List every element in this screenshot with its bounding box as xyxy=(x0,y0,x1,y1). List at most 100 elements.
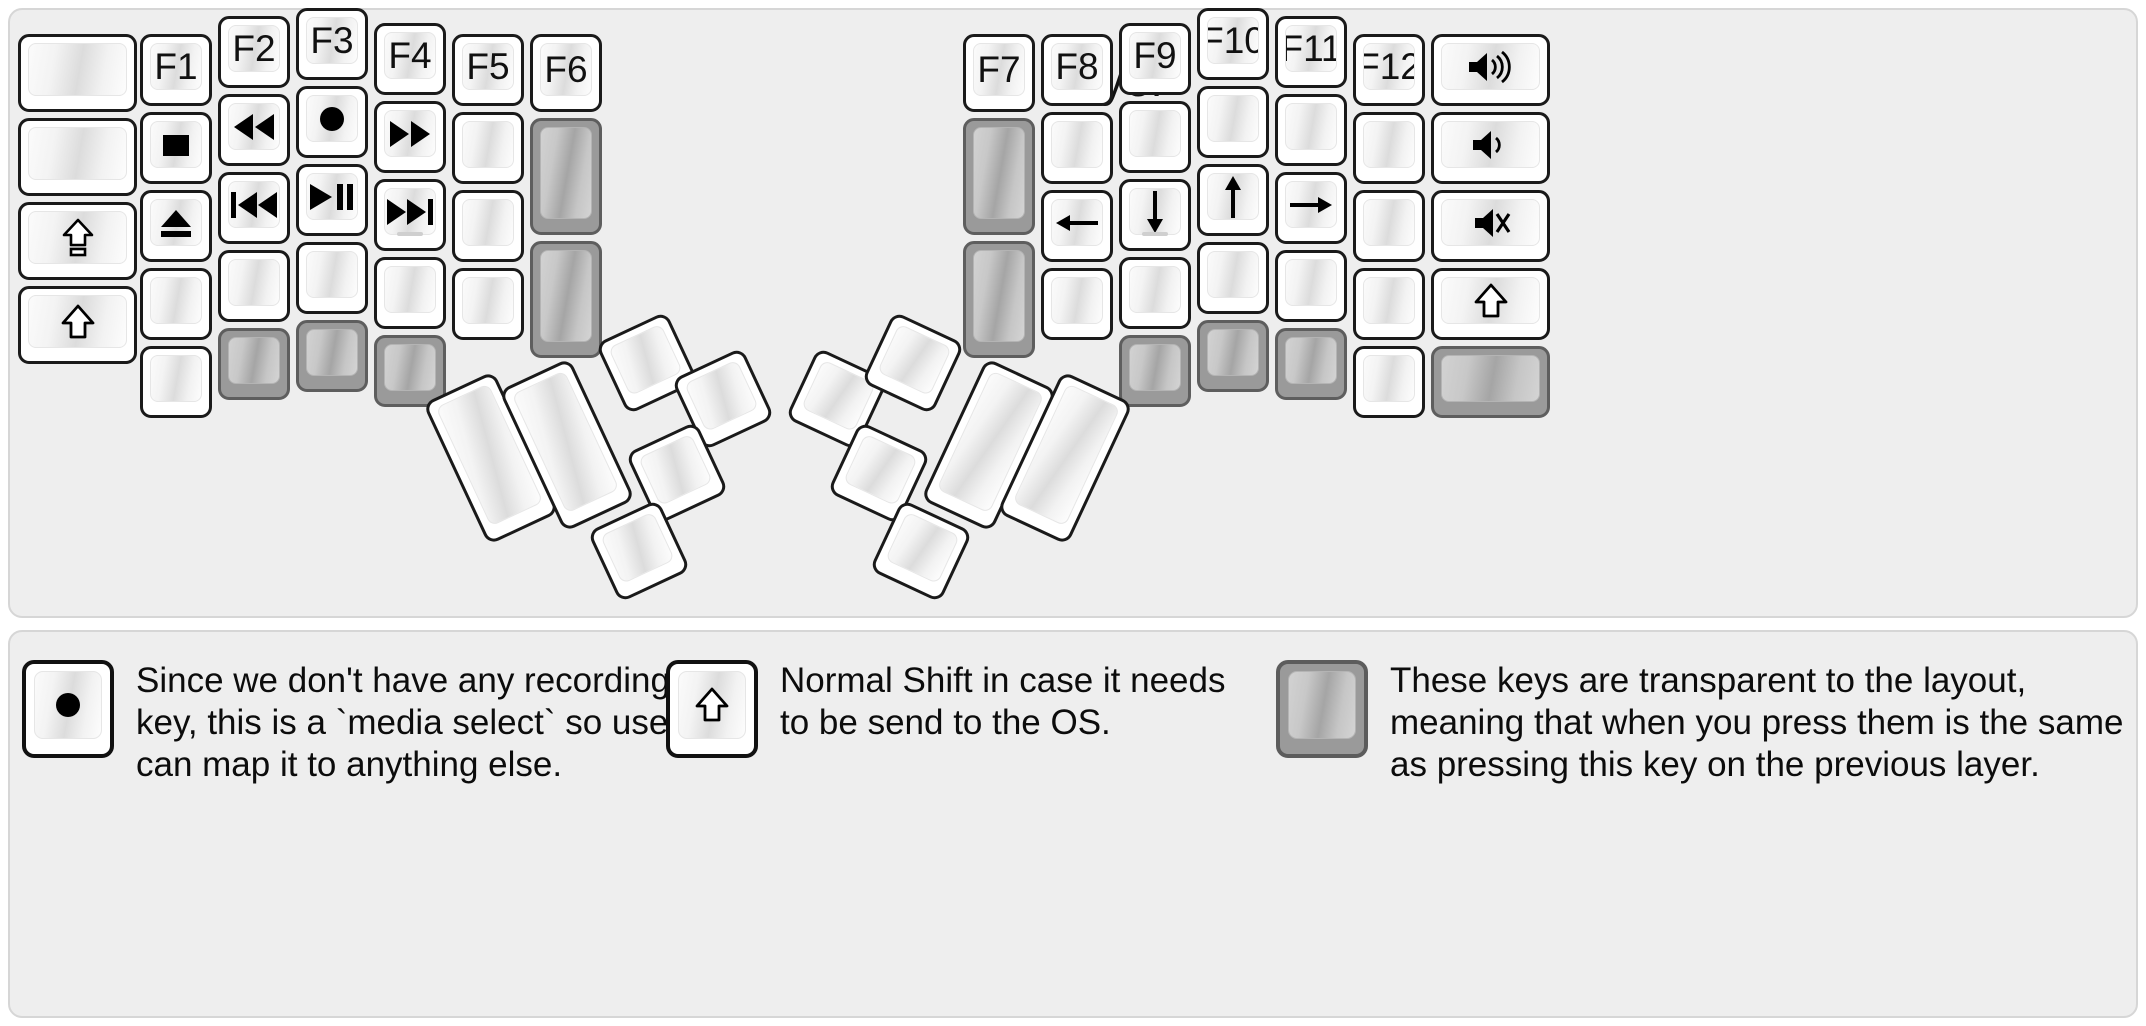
right-pinky-outer-key-5[interactable] xyxy=(1353,346,1425,418)
left-pinky-outer-key-3-caps-lock[interactable] xyxy=(18,202,137,280)
right-index-key-3-arrow-left[interactable] xyxy=(1041,190,1113,262)
key-cap xyxy=(973,127,1025,219)
right-outer-extra-key-2-volume-down[interactable] xyxy=(1431,112,1550,184)
left-inner-extra-key-3[interactable] xyxy=(530,241,602,358)
right-ring-key-5[interactable] xyxy=(1197,320,1269,392)
left-inner-extra-key-1-f6[interactable]: F6 xyxy=(530,34,602,112)
key-cap xyxy=(384,266,436,313)
right-pinky-outer-key-3[interactable] xyxy=(1353,190,1425,262)
right-pinky-key-4[interactable] xyxy=(1275,250,1347,322)
left-ring-key-4[interactable] xyxy=(218,250,290,322)
key-label: F2 xyxy=(232,28,276,69)
left-pinky-key-5[interactable] xyxy=(140,346,212,418)
key-cap xyxy=(34,671,102,739)
left-middle-key-5[interactable] xyxy=(296,320,368,392)
left-index-key-3-media-next-track[interactable] xyxy=(374,179,446,251)
right-middle-key-5[interactable] xyxy=(1119,335,1191,407)
left-ring-key-3-media-prev-track[interactable] xyxy=(218,172,290,244)
right-pinky-outer-key-1-f12[interactable]: F12 xyxy=(1353,34,1425,106)
left-pinky-outer-key-2[interactable] xyxy=(18,118,137,196)
key-cap xyxy=(1207,251,1259,298)
key-label: F5 xyxy=(466,46,510,87)
left-index-key-2-media-fast-forward[interactable] xyxy=(374,101,446,173)
right-ring-key-3-arrow-up[interactable] xyxy=(1197,164,1269,236)
key-cap xyxy=(462,121,514,168)
left-index-inner-key-2[interactable] xyxy=(452,112,524,184)
right-pinky-key-3-arrow-right[interactable] xyxy=(1275,172,1347,244)
right-middle-key-3-arrow-down[interactable] xyxy=(1119,179,1191,251)
right-ring-key-4[interactable] xyxy=(1197,242,1269,314)
left-pinky-outer-key-1[interactable] xyxy=(18,34,137,112)
key-cap xyxy=(150,277,202,324)
right-ring-key-2[interactable] xyxy=(1197,86,1269,158)
left-pinky-key-4[interactable] xyxy=(140,268,212,340)
right-middle-key-4[interactable] xyxy=(1119,257,1191,329)
key-cap: F4 xyxy=(384,32,436,79)
right-outer-extra-key-3-volume-mute[interactable] xyxy=(1431,190,1550,262)
left-pinky-key-2-media-stop[interactable] xyxy=(140,112,212,184)
arrow-left-icon xyxy=(1054,209,1100,237)
key-cap xyxy=(384,344,436,391)
key-cap: F7 xyxy=(973,43,1025,96)
right-index-key-4[interactable] xyxy=(1041,268,1113,340)
key-cap xyxy=(1441,121,1540,168)
key-label: F12 xyxy=(1364,46,1414,87)
left-pinky-outer-key-4-shift[interactable] xyxy=(18,286,137,364)
right-index-inner-key-3[interactable] xyxy=(963,241,1035,358)
left-middle-key-1-f3[interactable]: F3 xyxy=(296,8,368,80)
media-record-icon xyxy=(314,101,350,137)
right-index-inner-key-1-f7[interactable]: F7 xyxy=(963,34,1035,112)
right-outer-extra-key-1-volume-up[interactable] xyxy=(1431,34,1550,106)
right-pinky-outer-key-2[interactable] xyxy=(1353,112,1425,184)
key-cap xyxy=(1363,121,1415,168)
legend-line: as pressing this key on the previous lay… xyxy=(1390,745,2040,784)
left-index-key-4[interactable] xyxy=(374,257,446,329)
homing-bar xyxy=(397,232,423,236)
key-label: F9 xyxy=(1133,35,1177,76)
right-index-inner-key-2[interactable] xyxy=(963,118,1035,235)
left-inner-extra-key-2[interactable] xyxy=(530,118,602,235)
left-ring-key-1-f2[interactable]: F2 xyxy=(218,16,290,88)
left-index-inner-key-3[interactable] xyxy=(452,190,524,262)
key-label: F4 xyxy=(388,35,432,76)
right-middle-key-1-f9[interactable]: F9 xyxy=(1119,23,1191,95)
key-cap xyxy=(1207,95,1259,142)
left-ring-key-2-media-rewind[interactable] xyxy=(218,94,290,166)
media-prev-track-icon xyxy=(229,189,279,221)
media-fast-forward-icon xyxy=(387,118,433,150)
left-index-key-1-f4[interactable]: F4 xyxy=(374,23,446,95)
right-outer-extra-key-5[interactable] xyxy=(1431,346,1550,418)
key-cap xyxy=(306,173,358,220)
key-cap xyxy=(462,277,514,324)
left-index-inner-key-1-f5[interactable]: F5 xyxy=(452,34,524,106)
volume-down-icon xyxy=(1469,128,1513,162)
left-index-key-5[interactable] xyxy=(374,335,446,407)
left-pinky-key-1-f1[interactable]: F1 xyxy=(140,34,212,106)
left-pinky-key-3-media-eject[interactable] xyxy=(140,190,212,262)
right-index-key-1-f8[interactable]: F8 xyxy=(1041,34,1113,106)
key-cap xyxy=(1207,329,1259,376)
media-record-icon xyxy=(50,687,86,723)
right-pinky-key-2[interactable] xyxy=(1275,94,1347,166)
right-middle-key-2[interactable] xyxy=(1119,101,1191,173)
right-pinky-key-1-f11[interactable]: F11 xyxy=(1275,16,1347,88)
left-index-inner-key-4[interactable] xyxy=(452,268,524,340)
left-middle-key-4[interactable] xyxy=(296,242,368,314)
right-outer-extra-key-4-shift[interactable] xyxy=(1431,268,1550,340)
key-cap xyxy=(462,199,514,246)
key-cap xyxy=(228,181,280,228)
left-middle-key-2-media-record[interactable] xyxy=(296,86,368,158)
right-ring-key-1-f10[interactable]: F10 xyxy=(1197,8,1269,80)
left-ring-key-5[interactable] xyxy=(218,328,290,400)
legend-line: to be send to the OS. xyxy=(780,703,1111,742)
key-cap xyxy=(28,295,127,348)
key-cap xyxy=(150,199,202,246)
key-cap xyxy=(1441,199,1540,246)
left-middle-key-3-media-play-pause[interactable] xyxy=(296,164,368,236)
right-pinky-key-5[interactable] xyxy=(1275,328,1347,400)
right-index-key-2[interactable] xyxy=(1041,112,1113,184)
legend-line: can map it to anything else. xyxy=(136,745,563,784)
right-pinky-outer-key-4[interactable] xyxy=(1353,268,1425,340)
key-label: F8 xyxy=(1055,46,1099,87)
